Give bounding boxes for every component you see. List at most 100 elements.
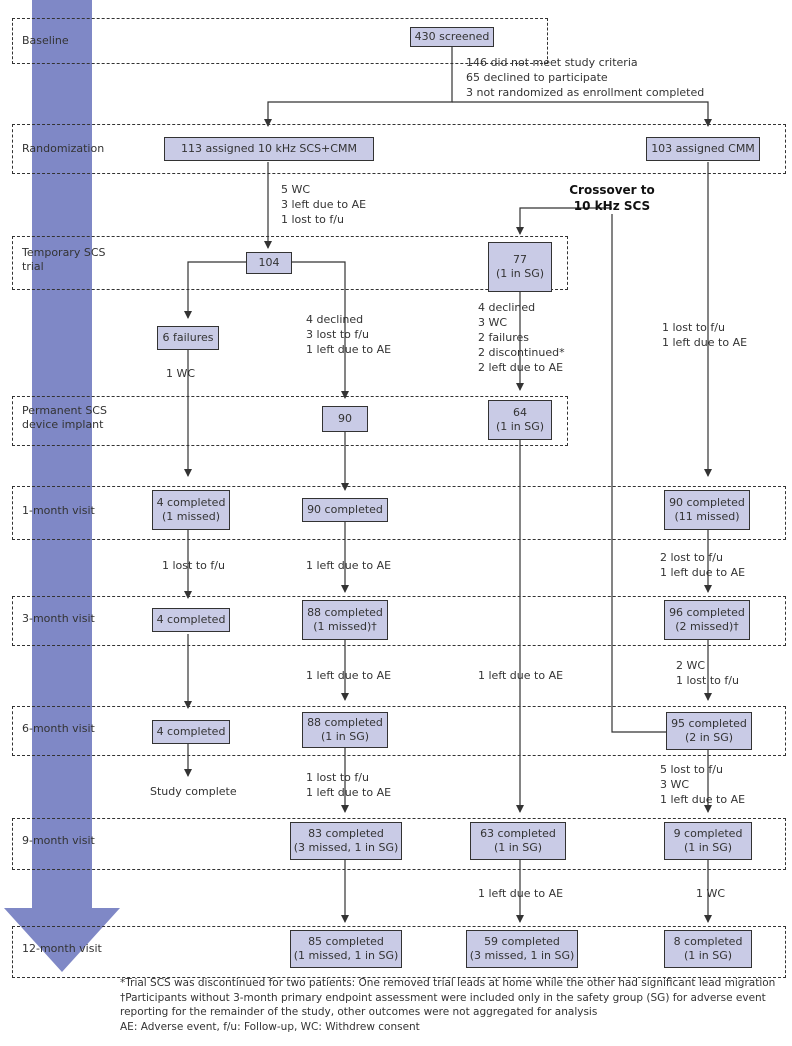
- note-line: 1 left due to AE: [660, 566, 746, 579]
- box-m9-scs: 83 completed(3 missed, 1 in SG): [290, 822, 402, 860]
- box-line: 77: [513, 253, 527, 266]
- box-line: 63 completed: [480, 827, 556, 840]
- box-trial-scs: 104: [246, 252, 292, 274]
- box-line: 90 completed: [669, 496, 745, 509]
- note-line: 1 left due to AE: [306, 669, 392, 682]
- note-scs-1-3: 1 left due to AE: [306, 558, 391, 573]
- box-m3-cmm: 96 completed(2 missed)†: [664, 600, 750, 640]
- note-line: 1 left due to AE: [662, 336, 748, 349]
- note-line: 65 declined to participate: [466, 71, 608, 84]
- box-line: 4 completed: [156, 725, 226, 738]
- note-line: 2 left due to AE: [478, 361, 564, 374]
- box-line: 64: [513, 406, 527, 419]
- note-line: 1 WC: [696, 887, 726, 900]
- phase-row-2: [12, 124, 786, 174]
- note-cmm-1-3: 2 lost to f/u 1 left due to AE: [660, 550, 745, 580]
- box-line: 96 completed: [669, 606, 745, 619]
- phase-label: Permanent SCS device implant: [22, 404, 107, 431]
- box-line: (2 in SG): [684, 731, 734, 744]
- note-line: 3 lost to f/u: [306, 328, 369, 341]
- box-assigned-cmm: 103 assigned CMM: [646, 137, 760, 161]
- box-line: (1 missed)†: [313, 620, 377, 633]
- note-line: 5 WC: [281, 183, 311, 196]
- note-line: 1 left due to AE: [306, 559, 392, 572]
- note-line: 1 lost to f/u: [306, 771, 369, 784]
- box-line: 104: [258, 256, 280, 269]
- box-line: 90 completed: [307, 503, 383, 516]
- box-line: (1 missed): [161, 510, 221, 523]
- note-cmm-pre-1m: 1 lost to f/u 1 left due to AE: [662, 320, 747, 350]
- box-line: (1 in SG): [495, 267, 545, 280]
- phase-label: Temporary SCS trial: [22, 246, 106, 273]
- box-line: (1 in SG): [493, 841, 543, 854]
- note-cmm-9-12: 1 WC: [696, 886, 725, 901]
- box-failures: 6 failures: [157, 326, 219, 350]
- phase-row-9: [12, 926, 786, 978]
- box-line: 8 completed: [673, 935, 743, 948]
- phase-label: 12-month visit: [22, 942, 102, 955]
- box-line: 4 completed: [156, 613, 226, 626]
- note-line: 2 lost to f/u: [660, 551, 723, 564]
- note-cross-6: 1 left due to AE: [478, 668, 563, 683]
- footnote-line: AE: Adverse event, f/u: Follow-up, WC: W…: [120, 1020, 420, 1033]
- note-line: 1 left due to AE: [660, 793, 746, 806]
- box-m1-fail: 4 completed(1 missed): [152, 490, 230, 530]
- footnote-line: *Trial SCS was discontinued for two pati…: [120, 977, 776, 989]
- note-line: 2 WC: [676, 659, 706, 672]
- box-m3-fail: 4 completed: [152, 608, 230, 632]
- note-fail-wc: 1 WC: [166, 366, 195, 381]
- note-line: 1 left due to AE: [478, 887, 564, 900]
- note-line: 146 did not meet study criteria: [466, 56, 638, 69]
- box-line: (3 missed, 1 in SG): [293, 841, 399, 854]
- phase-label: Baseline: [22, 34, 69, 47]
- note-line: 3 WC: [478, 316, 508, 329]
- box-line: 83 completed: [308, 827, 384, 840]
- note-line: 1 left due to AE: [478, 669, 564, 682]
- box-implant-cross: 64(1 in SG): [488, 400, 552, 440]
- box-m6-fail: 4 completed: [152, 720, 230, 744]
- box-m9-cmm: 9 completed(1 in SG): [664, 822, 752, 860]
- phase-row-7: [12, 706, 786, 756]
- note-study-complete: Study complete: [150, 784, 237, 799]
- box-m6-cmm: 95 completed(2 in SG): [666, 712, 752, 750]
- phase-label: 3-month visit: [22, 612, 95, 625]
- phase-label: Randomization: [22, 142, 105, 155]
- note-line: 3 left due to AE: [281, 198, 367, 211]
- phase-row-8: [12, 818, 786, 870]
- box-line: (1 in SG): [495, 420, 545, 433]
- note-line: 2 discontinued*: [478, 346, 565, 359]
- box-line: 88 completed: [307, 606, 383, 619]
- phase-row-5: [12, 486, 786, 540]
- note-cross-9-12: 1 left due to AE: [478, 886, 563, 901]
- note-line: 1 lost to f/u: [162, 559, 225, 572]
- box-line: (1 in SG): [683, 949, 733, 962]
- note-line: 1 left due to AE: [306, 343, 392, 356]
- box-line: 430 screened: [414, 30, 490, 43]
- box-m12-scs: 85 completed(1 missed, 1 in SG): [290, 930, 402, 968]
- box-line: 59 completed: [484, 935, 560, 948]
- box-line: 103 assigned CMM: [651, 142, 755, 155]
- note-line: 1 lost to f/u: [662, 321, 725, 334]
- box-line: (3 missed, 1 in SG): [469, 949, 575, 962]
- box-m3-scs: 88 completed(1 missed)†: [302, 600, 388, 640]
- box-trial-cross: 77(1 in SG): [488, 242, 552, 292]
- box-assigned-scs: 113 assigned 10 kHz SCS+CMM: [164, 137, 374, 161]
- box-line: (2 missed)†: [675, 620, 739, 633]
- box-m9-cross: 63 completed(1 in SG): [470, 822, 566, 860]
- box-m6-scs: 88 completed(1 in SG): [302, 712, 388, 748]
- box-line: 88 completed: [307, 716, 383, 729]
- phase-row-3: [12, 236, 568, 290]
- box-line: (11 missed): [674, 510, 740, 523]
- box-line: 85 completed: [308, 935, 384, 948]
- phase-row-1: [12, 18, 548, 64]
- note-line: 4 declined: [306, 313, 364, 326]
- phase-label: 9-month visit: [22, 834, 95, 847]
- crossover-title-line: 10 kHz SCS: [573, 199, 651, 213]
- note-scs-trial-implant: 4 declined 3 lost to f/u 1 left due to AE: [306, 312, 391, 357]
- box-line: 4 completed: [156, 496, 226, 509]
